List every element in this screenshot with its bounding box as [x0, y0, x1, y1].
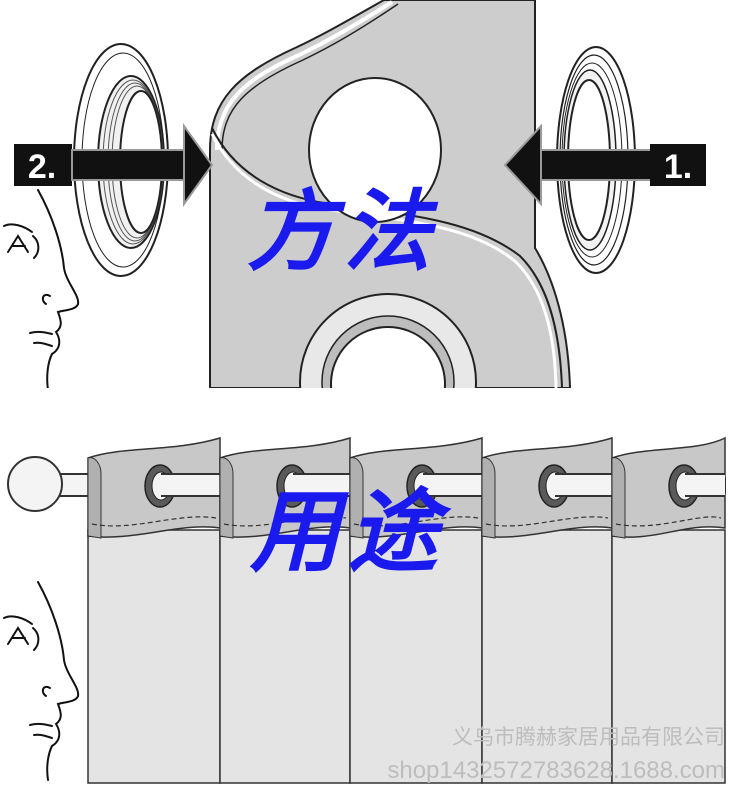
usage-caption: 用途	[249, 480, 452, 585]
step-2-label-box	[14, 144, 72, 186]
usage-section: 用途 义乌市腾赫家居用品有限公司 shop1432572783628.1688.…	[3, 436, 726, 784]
rod-segment-fill	[293, 475, 350, 495]
face-profile-icon	[3, 581, 80, 781]
face-profile-icon	[3, 189, 80, 388]
curtain-panel	[481, 436, 613, 784]
panel-fold	[611, 457, 626, 539]
fabric-fold-line	[211, 127, 563, 388]
rod-segment-edges	[161, 473, 220, 497]
curtain-panel	[87, 436, 221, 784]
lip-line	[33, 341, 53, 347]
rod-segment-fill	[685, 475, 725, 495]
step-1-label-box	[650, 144, 706, 186]
nostril	[41, 686, 51, 697]
eyebrow	[3, 615, 33, 625]
curtain-panel	[611, 436, 726, 784]
face-outline	[37, 189, 80, 388]
curtain-panel	[349, 436, 483, 784]
arrow-left-shaft	[536, 149, 654, 181]
panel-body	[219, 529, 351, 784]
panel-fold	[349, 457, 364, 539]
eye-lid	[32, 627, 40, 651]
eye-lid	[32, 235, 40, 259]
rod-segment-edges	[293, 473, 350, 497]
rod-segment-fill	[161, 475, 220, 495]
step-1-label: 1.	[664, 148, 692, 186]
fabric-hole-upper	[308, 77, 442, 223]
watermark-shop: shop1432572783628.1688.com	[387, 757, 725, 784]
eyebrow	[3, 223, 33, 233]
eye	[7, 626, 29, 645]
arrow-step-1: 1.	[503, 123, 706, 207]
fabric-hole-lower	[299, 293, 477, 388]
arrow-right-shaft	[71, 149, 189, 181]
rod-segment-fill	[423, 475, 482, 495]
watermark-company: 义乌市腾赫家居用品有限公司	[452, 726, 725, 749]
panel-fold	[219, 457, 234, 539]
rod-end-finial	[7, 456, 63, 512]
method-caption: 方法	[247, 180, 439, 283]
method-section: 2. 1. 方法	[3, 0, 706, 388]
eye	[7, 234, 29, 253]
panel-body	[87, 529, 221, 784]
face-outline	[37, 581, 80, 781]
curtain-panel	[219, 436, 351, 784]
panel-body	[611, 529, 726, 784]
fabric-edge-line	[221, 3, 399, 151]
arrow-left-icon	[503, 123, 542, 207]
rod-segment-edges	[685, 473, 725, 497]
grommet-inner-hole	[330, 326, 446, 388]
step-2-label: 2.	[28, 148, 56, 186]
lip-line	[33, 733, 53, 739]
fabric-fold-highlight	[210, 133, 558, 388]
arrow-step-2: 2.	[14, 122, 214, 208]
nostril	[41, 294, 51, 305]
fabric-edge-highlight	[215, 0, 394, 151]
arrow-right-icon	[183, 122, 214, 208]
curtain-panels	[87, 436, 726, 784]
mouth	[29, 330, 53, 335]
mouth	[29, 722, 53, 727]
rod-segment-edges	[423, 473, 482, 497]
stitch-line	[615, 516, 722, 527]
panel-body	[349, 529, 483, 784]
rod-segment-fill	[555, 475, 612, 495]
rod-segment-edges	[555, 473, 612, 497]
panel-fold	[87, 457, 102, 539]
panel-fold	[481, 457, 496, 539]
